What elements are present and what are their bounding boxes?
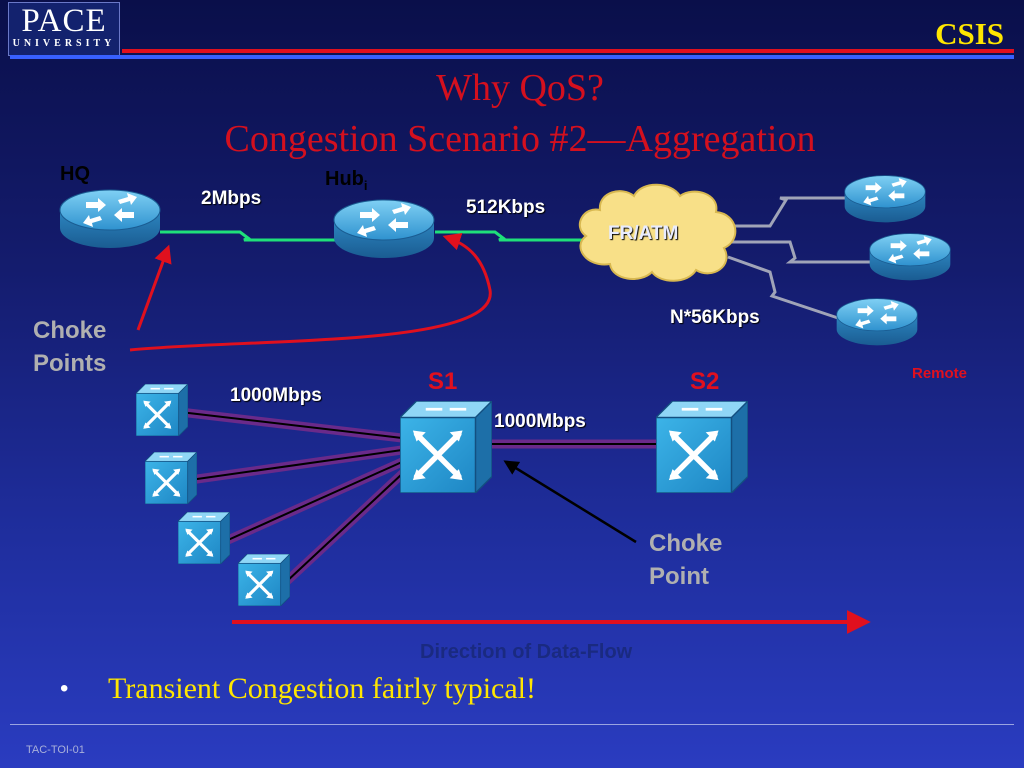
choke-arrow-hub [129,233,492,352]
bullet-text: Transient Congestion fairly typical! [108,672,536,705]
footer-code: TAC-TOI-01 [26,744,85,756]
link-2mbps-label: 2Mbps [201,188,262,209]
choke-arrow-s1 [503,460,637,544]
link-hq-hub [160,230,335,242]
uplink-label: 1000Mbps [494,411,586,432]
links-cloud-remotes [727,196,872,320]
hub-label-subscript: i [363,178,368,193]
remote-router-1-icon [844,175,926,223]
access-switch-4-icon [238,554,290,606]
choke-points-label: Choke Points [33,314,106,380]
access-link-label: 1000Mbps [230,385,322,406]
hub-label: Hubi [325,168,368,193]
hq-label: HQ [60,163,90,185]
slide-title-line1: Why QoS? [436,67,604,109]
choke-point-label: Choke Point [649,527,722,593]
s1-label: S1 [428,368,458,395]
hub-router-icon [333,199,435,259]
slide-title-line2: Congestion Scenario #2—Aggregation [224,118,816,160]
fr-atm-cloud-icon [579,183,737,282]
header-blue-rule [10,55,1014,59]
access-switch-2-icon [145,452,197,504]
remote-label: Remote [912,365,968,382]
hub-label-text: Hub [325,168,364,190]
choke-points-line1: Choke [33,317,107,344]
link-512kbps-label: 512Kbps [466,197,546,218]
link-hub-cloud [435,230,585,242]
remote-router-3-icon [836,298,918,346]
n56kbps-label: N*56Kbps [670,307,760,328]
access-links [175,407,665,587]
csis-label: CSIS [935,16,1004,51]
s2-switch-icon [656,401,748,493]
logo-sub-text: UNIVERSITY [12,38,116,49]
remote-router-2-icon [869,233,951,281]
s2-label: S2 [690,368,720,395]
choke-point-line2: Point [649,563,709,590]
s1-switch-icon [400,401,492,493]
access-switch-3-icon [178,512,230,564]
pace-university-logo: PACE UNIVERSITY [8,2,120,56]
choke-point-line1: Choke [649,530,723,557]
bullet-marker: • [60,675,69,702]
hq-router-icon [59,189,161,249]
data-flow-label: Direction of Data-Flow [420,641,633,663]
choke-arrow-hq [136,244,172,331]
logo-main-text: PACE [21,3,107,39]
choke-points-line2: Points [33,350,107,377]
header-red-rule [122,49,1014,53]
access-switch-1-icon [136,384,188,436]
cloud-label: FR/ATM [608,223,679,244]
footer-rule [10,724,1014,725]
